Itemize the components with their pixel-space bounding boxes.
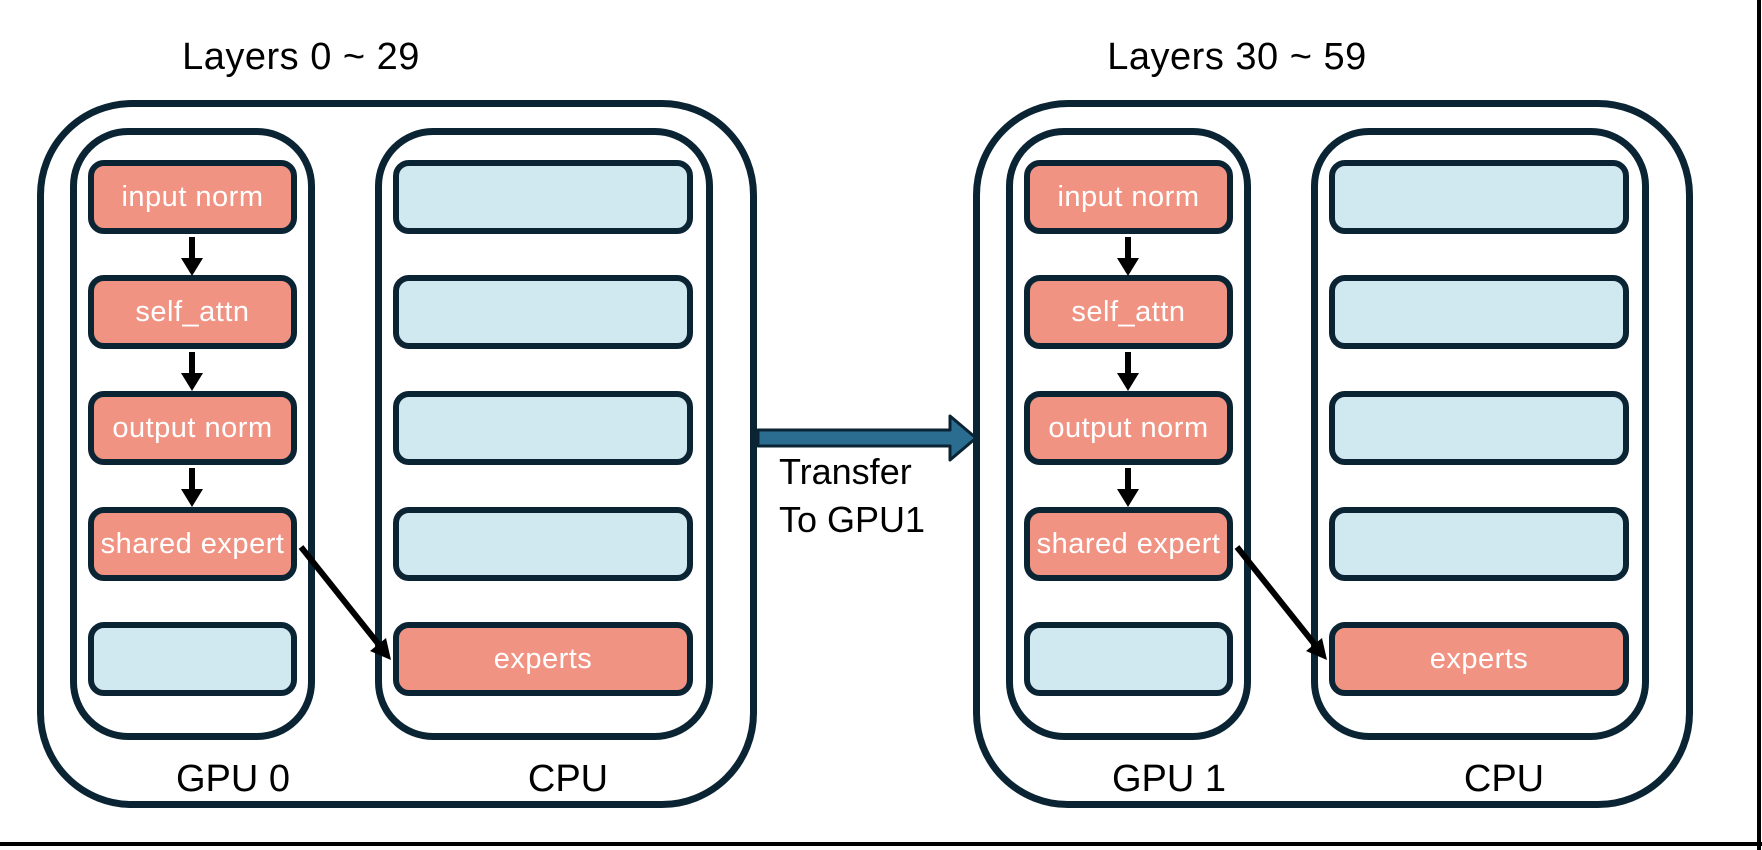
gpu-box-output-norm: output norm [88,391,297,465]
cpu-label: CPU [1463,758,1545,800]
cpu-box-empty-3 [393,391,693,465]
group-title: Layers 0 ~ 29 [182,36,420,78]
cpu-box-empty-4 [393,507,693,581]
transfer-label-line1: Transfer [779,451,912,492]
gpu-box-input-norm: input norm [88,160,297,234]
gpu0-label: GPU 0 [175,758,291,800]
cpu-box-empty-2 [1329,275,1629,349]
gpu-box-shared-expert: shared expert [88,507,297,581]
transfer-label-line2: To GPU1 [779,499,926,540]
frame-right-edge [1757,0,1761,850]
cpu-box-experts: experts [1329,622,1629,696]
group-layers-0-29: Layers 0 ~ 29 input norm self_attn outpu… [0,0,830,850]
cpu-box-experts: experts [393,622,693,696]
cpu-box-empty-4 [1329,507,1629,581]
group-layers-30-59: Layers 30 ~ 59 input norm self_attn outp… [936,0,1762,850]
cpu-label: CPU [527,758,609,800]
cpu-box-empty-2 [393,275,693,349]
transfer-label: Transfer To GPU1 [779,448,999,544]
gpu1-label: GPU 1 [1111,758,1227,800]
frame-bottom-edge [0,842,1762,846]
gpu-box-self-attn: self_attn [88,275,297,349]
cpu-box-empty-1 [393,160,693,234]
gpu-box-output-norm: output norm [1024,391,1233,465]
cpu-box-empty-1 [1329,160,1629,234]
group-title: Layers 30 ~ 59 [1107,36,1367,78]
gpu-box-empty [1024,622,1233,696]
gpu-box-empty [88,622,297,696]
gpu-box-input-norm: input norm [1024,160,1233,234]
gpu-box-shared-expert: shared expert [1024,507,1233,581]
cpu-box-empty-3 [1329,391,1629,465]
gpu-box-self-attn: self_attn [1024,275,1233,349]
